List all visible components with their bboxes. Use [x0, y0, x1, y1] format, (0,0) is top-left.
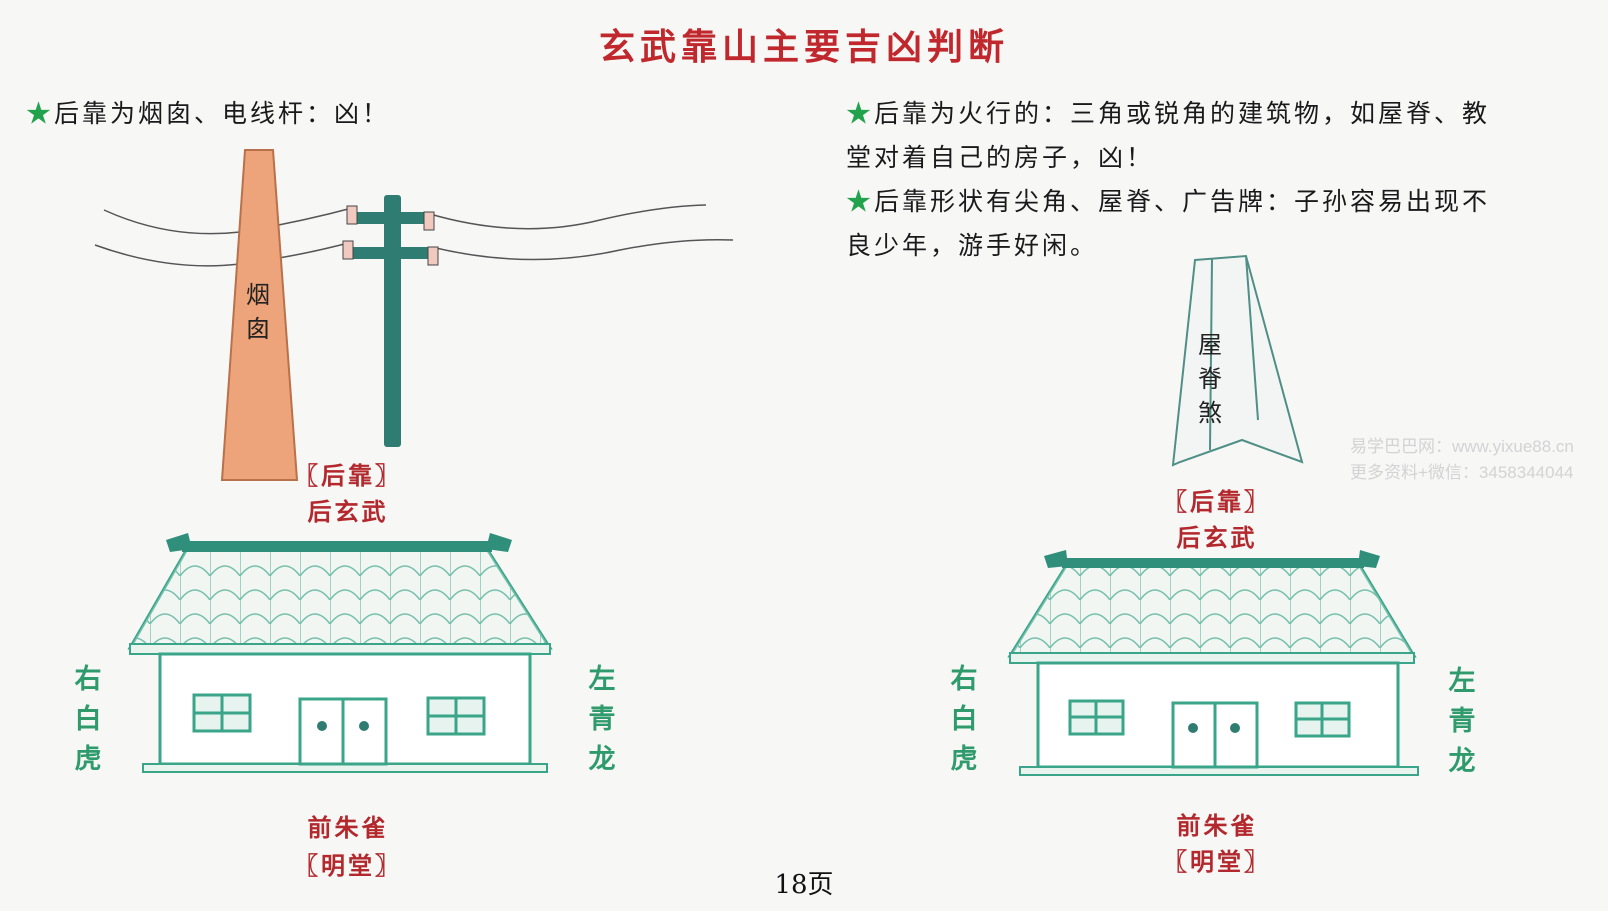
- front-label-left: 〖明堂〗: [294, 851, 402, 880]
- house-left-icon: [127, 533, 553, 773]
- right-note-2-line-1: ★后靠形状有尖角、屋脊、广告牌：子孙容易出现不: [846, 187, 1491, 216]
- page-number: 18页: [774, 870, 834, 900]
- left-dragon-left: 左青龙: [588, 664, 616, 775]
- watermark-line-1: 易学巴巴网：www.yixue88.cn: [1350, 437, 1574, 456]
- right-tiger-right: 右白虎: [950, 664, 978, 775]
- front-name-left: 前朱雀: [307, 813, 389, 842]
- right-notes: ★后靠为火行的：三角或锐角的建筑物，如屋脊、教 堂对着自己的房子，凶！ ★后靠形…: [846, 92, 1566, 268]
- roof-ridge-icon: [1171, 254, 1304, 467]
- chimney-icon: [220, 149, 299, 481]
- star-icon: ★: [26, 99, 55, 128]
- back-label-right: 〖后靠〗: [1163, 487, 1271, 516]
- front-label-right: 〖明堂〗: [1163, 847, 1271, 876]
- ridge-label: 屋脊煞: [1198, 331, 1222, 427]
- right-note-1-line-2: 堂对着自己的房子，凶！: [846, 143, 1155, 172]
- utility-pole-icon: [342, 195, 439, 447]
- watermark-line-2: 更多资料+微信：3458344044: [1350, 463, 1574, 482]
- right-note-1-line-1: ★后靠为火行的：三角或锐角的建筑物，如屋脊、教: [846, 99, 1491, 128]
- star-icon: ★: [846, 187, 875, 216]
- star-icon: ★: [846, 99, 875, 128]
- chimney-label: 烟囱: [246, 281, 270, 343]
- left-note-text: 后靠为烟囱、电线杆：凶！: [54, 99, 391, 128]
- house-right-icon: [1007, 550, 1419, 776]
- back-name-left: 后玄武: [307, 497, 389, 526]
- right-tiger-left: 右白虎: [74, 664, 102, 775]
- left-note: ★后靠为烟囱、电线杆：凶！: [26, 92, 390, 136]
- back-name-right: 后玄武: [1176, 523, 1258, 552]
- left-dragon-right: 左青龙: [1448, 666, 1476, 777]
- page-title: 玄武靠山主要吉凶判断: [598, 26, 1009, 68]
- right-note-2-line-2: 良少年，游手好闲。: [846, 231, 1099, 260]
- back-label-left: 〖后靠〗: [294, 461, 402, 490]
- front-name-right: 前朱雀: [1176, 811, 1258, 840]
